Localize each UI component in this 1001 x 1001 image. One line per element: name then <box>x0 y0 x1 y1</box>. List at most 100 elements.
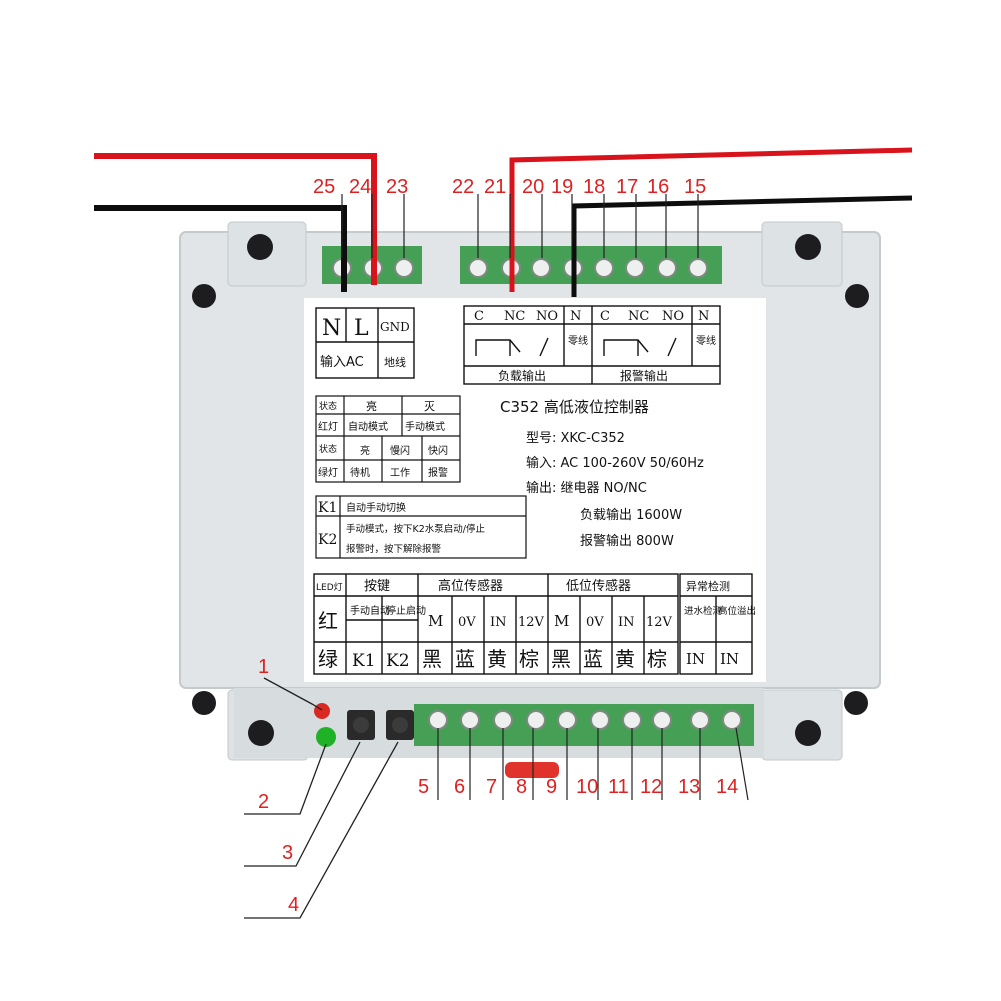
callout-number: 2 <box>258 791 269 813</box>
terminal-number: 5 <box>418 776 429 798</box>
red-wire-right <box>509 147 913 292</box>
col-led: LED灯 <box>316 582 343 593</box>
load-output-label: 负载输出 <box>498 368 546 383</box>
high-m: M <box>428 612 443 630</box>
power-input-ac: 输入AC <box>320 354 364 370</box>
led-alarm: 报警 <box>428 466 448 479</box>
screw-hole <box>192 691 216 715</box>
low-0v: 0V <box>586 615 604 630</box>
abnormal-in-2: IN <box>720 650 739 668</box>
high-0v: 0V <box>458 615 476 630</box>
led-working: 工作 <box>390 467 410 479</box>
label-sticker <box>304 298 766 682</box>
red-sticker <box>505 762 559 778</box>
led-slow-blink: 慢闪 <box>390 444 410 457</box>
load-no: NO <box>536 309 558 324</box>
terminal-number: 24 <box>349 176 371 198</box>
key-k2-desc2: 报警时，按下解除报警 <box>346 543 442 555</box>
alarm-c: C <box>600 309 610 324</box>
led-on: 亮 <box>366 399 377 413</box>
terminal-number: 11 <box>608 776 629 798</box>
terminal-number: 21 <box>484 176 506 198</box>
spec-model: 型号: XKC-C352 <box>526 431 625 446</box>
high-blue: 蓝 <box>455 647 475 671</box>
high-yellow: 黄 <box>487 647 507 671</box>
load-n: N <box>570 309 581 324</box>
led-auto-mode: 自动模式 <box>348 420 388 433</box>
screw-hole <box>844 691 868 715</box>
col-high-sensor: 高位传感器 <box>438 578 503 594</box>
led-red: 红灯 <box>318 420 338 433</box>
screw-hole <box>192 284 216 308</box>
load-c: C <box>474 309 484 324</box>
load-nc: NC <box>504 309 525 324</box>
power-gnd: GND <box>380 320 410 334</box>
terminal-number: 10 <box>576 776 598 798</box>
terminal-number: 20 <box>522 176 544 198</box>
low-brown: 棕 <box>647 647 667 671</box>
alarm-no: NO <box>662 309 684 324</box>
callout-number: 4 <box>288 894 299 916</box>
screw-hole <box>795 720 821 746</box>
screw-hole <box>247 234 273 260</box>
terminal-number: 22 <box>452 176 474 198</box>
alarm-neutral: 零线 <box>696 334 716 347</box>
terminal-number: 8 <box>516 776 527 798</box>
terminal-number: 19 <box>551 176 573 198</box>
cell-k1: K1 <box>352 651 376 671</box>
col-button: 按键 <box>364 579 390 594</box>
cell-k2: K2 <box>386 651 410 671</box>
led-manual-mode: 手动模式 <box>405 420 445 433</box>
led-steady: 亮 <box>360 444 370 457</box>
terminal-number: 25 <box>313 176 335 198</box>
terminal-number: 18 <box>583 176 605 198</box>
high-black: 黑 <box>422 647 442 671</box>
low-blue: 蓝 <box>583 647 603 671</box>
row-green: 绿 <box>318 647 338 671</box>
spec-output: 输出: 继电器 NO/NC <box>526 480 647 496</box>
spec-input: 输入: AC 100-260V 50/60Hz <box>526 455 704 471</box>
led-state-header: 状态 <box>319 400 337 412</box>
screw-hole <box>248 720 274 746</box>
terminal-number: 14 <box>716 776 738 798</box>
terminal-number: 17 <box>616 176 638 198</box>
terminal-number: 6 <box>454 776 465 798</box>
led-state-header-2: 状态 <box>319 443 337 455</box>
high-in: IN <box>490 615 507 630</box>
abnormal-in-1: IN <box>686 650 705 668</box>
cell-high-overflow: 高位溢出 <box>718 605 756 617</box>
col-abnormal: 异常检测 <box>686 579 730 593</box>
cell-stop-start: 停止启动 <box>386 604 426 617</box>
power-n: N <box>322 316 341 341</box>
low-in: IN <box>618 615 635 630</box>
red-led <box>314 703 330 719</box>
low-12v: 12V <box>646 615 673 630</box>
screw-hole <box>795 234 821 260</box>
low-m: M <box>554 612 569 630</box>
alarm-output-label: 报警输出 <box>620 368 668 383</box>
terminal-number: 12 <box>640 776 662 798</box>
alarm-nc: NC <box>628 309 649 324</box>
terminal-number: 9 <box>546 776 557 798</box>
cell-manual-auto: 手动自动 <box>350 604 390 617</box>
power-l: L <box>354 316 369 341</box>
spec-load: 负载输出 1600W <box>580 507 682 523</box>
green-led <box>316 727 336 747</box>
product-title: C352 高低液位控制器 <box>500 398 649 416</box>
black-wire-left <box>94 205 347 292</box>
callout-number: 1 <box>258 656 269 678</box>
load-neutral: 零线 <box>568 334 588 347</box>
low-black: 黑 <box>551 647 571 671</box>
row-red: 红 <box>318 609 338 633</box>
high-brown: 棕 <box>519 647 539 671</box>
led-standby: 待机 <box>350 466 370 479</box>
spec-alarm: 报警输出 800W <box>580 533 674 549</box>
led-off: 灭 <box>424 400 435 413</box>
key-k2: K2 <box>318 532 337 548</box>
terminal-block-top-right <box>460 246 722 284</box>
key-k2-desc1: 手动模式，按下K2水泵启动/停止 <box>346 523 485 535</box>
terminal-number: 15 <box>684 176 706 198</box>
screw-hole <box>845 284 869 308</box>
cell-inlet-detect: 进水检测 <box>684 605 722 617</box>
